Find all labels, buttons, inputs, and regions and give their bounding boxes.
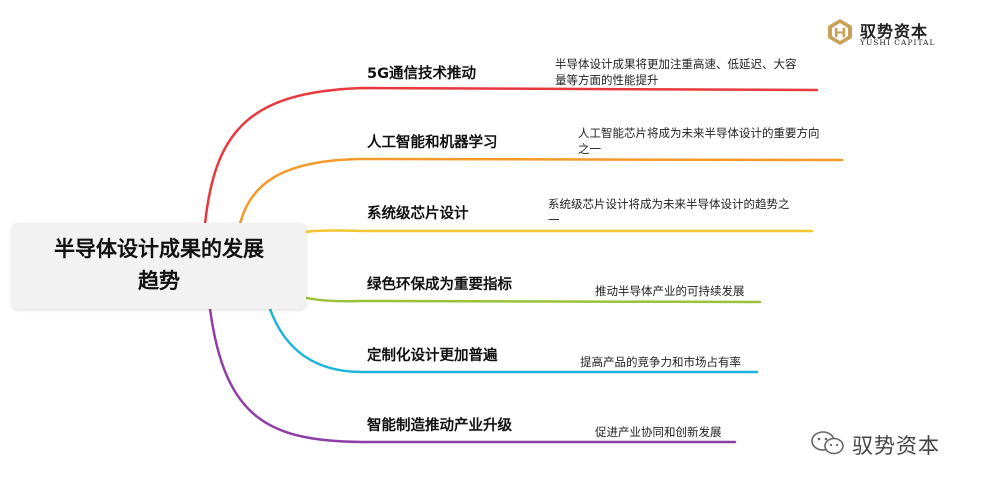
branch-desc-6: 促进产业协同和创新发展 bbox=[595, 425, 722, 439]
central-topic-title: 半导体设计成果的发展 趋势 bbox=[12, 233, 306, 297]
central-topic-line-2: 趋势 bbox=[138, 269, 180, 293]
branch-desc-3: 系统级芯片设计将成为未来半导体设计的趋势之 一 bbox=[548, 197, 790, 227]
branch-connector-2 bbox=[238, 157, 844, 226]
logo-mark-icon bbox=[828, 19, 852, 45]
branch-desc-4: 推动半导体产业的可持续发展 bbox=[595, 284, 745, 298]
logo-name-cn: 驭势资本 bbox=[860, 22, 929, 41]
branch-label-6: 智能制造推动产业升级 bbox=[367, 418, 512, 434]
watermark-text: 驭势资本 bbox=[852, 434, 940, 458]
branch-connector-5 bbox=[268, 307, 759, 374]
branch-desc-1: 半导体设计成果将更加注重高速、低延迟、大容 量等方面的性能提升 bbox=[555, 57, 797, 87]
branch-connector-3 bbox=[288, 229, 814, 238]
branch-connector-6 bbox=[208, 307, 737, 444]
branch-label-3: 系统级芯片设计 bbox=[367, 206, 469, 222]
branch-label-1: 5G通信技术推动 bbox=[367, 66, 476, 82]
branch-desc-5: 提高产品的竞争力和市场占有率 bbox=[580, 355, 741, 369]
wechat-watermark: 驭势资本 bbox=[810, 426, 970, 460]
branch-label-2: 人工智能和机器学习 bbox=[367, 135, 498, 151]
branch-label-4: 绿色环保成为重要指标 bbox=[367, 277, 512, 293]
brand-logo: 驭势资本 YUSHI CAPITAL bbox=[826, 16, 936, 50]
branch-label-5: 定制化设计更加普遍 bbox=[367, 348, 498, 364]
central-topic: 半导体设计成果的发展 趋势 bbox=[12, 223, 306, 309]
branch-connector-1 bbox=[203, 86, 819, 226]
wechat-icon bbox=[811, 431, 844, 455]
branch-desc-2: 人工智能芯片将成为未来半导体设计的重要方向 之一 bbox=[578, 126, 820, 156]
logo-name-en: YUSHI CAPITAL bbox=[860, 38, 936, 47]
central-topic-line-1: 半导体设计成果的发展 bbox=[54, 237, 264, 261]
